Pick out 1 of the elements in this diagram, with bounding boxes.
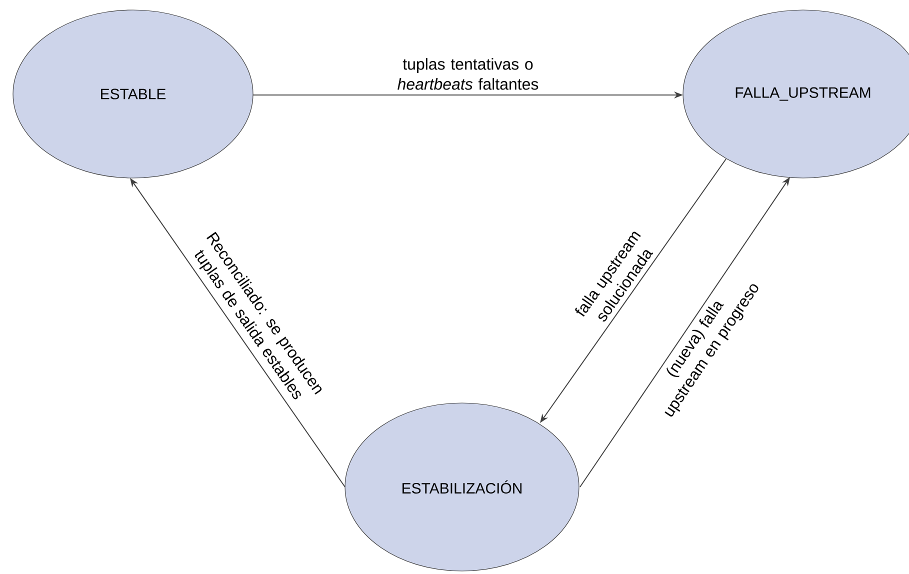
edge-label: tuplas tentativas o heartbeats faltantes — [398, 58, 538, 90]
